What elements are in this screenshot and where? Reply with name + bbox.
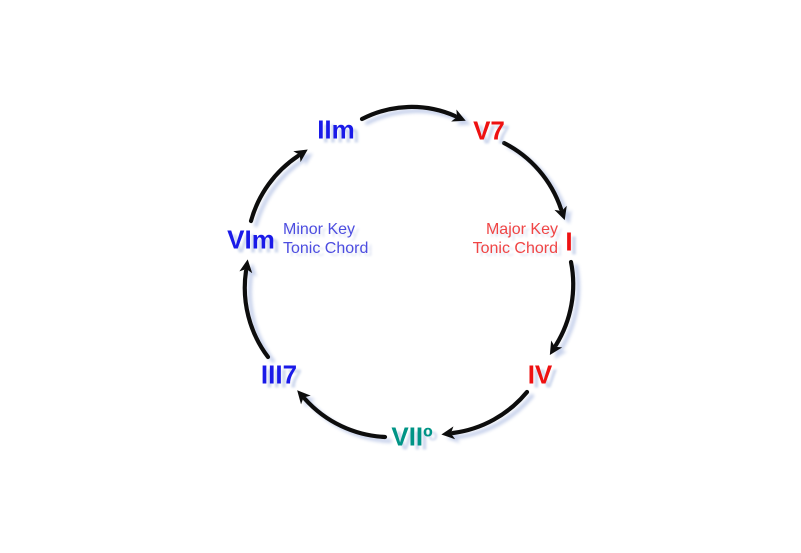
chord-node-iv: IV	[527, 359, 553, 390]
arrow-vim-to-iim	[248, 149, 308, 224]
arrow-iii7-to-vim	[239, 259, 271, 360]
minor-key-tonic-chord-label: Minor Key Tonic Chord	[283, 220, 368, 258]
major-key-line: Major Key	[485, 221, 558, 238]
arrow-iv-to-viio	[441, 389, 530, 440]
chord-node-viio: VIIº	[391, 421, 433, 452]
minor-key-line: Minor Key	[283, 221, 356, 238]
arrow-i-to-iv	[549, 259, 576, 355]
major-key-tonic-chord-label: Major Key Tonic Chord	[473, 220, 558, 258]
minor-tonic-chord-line: Tonic Chord	[283, 240, 369, 257]
chord-node-vim: VIm	[227, 224, 275, 255]
arrow-viio-to-iii7	[297, 390, 388, 440]
arrow-v7-to-i	[501, 140, 567, 221]
chord-node-v7: V7	[473, 115, 505, 146]
chord-node-iim: IIm	[317, 114, 355, 145]
arrow-iim-to-v7	[359, 104, 466, 122]
chord-node-iii7: III7	[260, 359, 298, 390]
major-tonic-chord-line: Tonic Chord	[472, 240, 558, 257]
chord-node-i: I	[565, 226, 573, 257]
